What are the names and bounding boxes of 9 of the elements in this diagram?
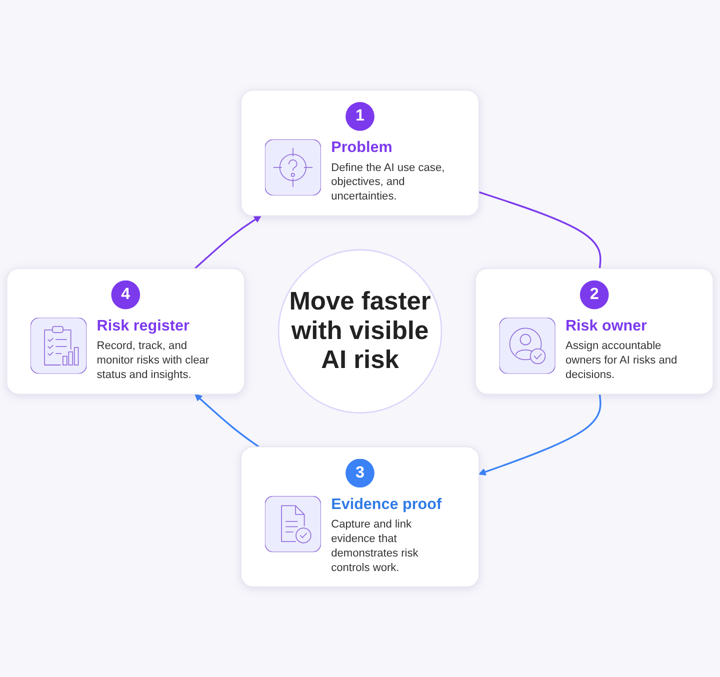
node-box: 4 Risk register Record, track, and monitor risks with clear status and insights. xyxy=(6,268,245,395)
arrow xyxy=(478,394,602,476)
node-box: 2 Risk owner Assign accountable owners for AI risks and decisions. xyxy=(475,268,714,395)
node-box: 3 Evidence proof Capture and link evidence that demonstrates risk controls work. xyxy=(240,446,480,588)
arrow xyxy=(194,216,262,270)
arrow xyxy=(194,394,260,448)
connector xyxy=(478,191,602,269)
node-circle: Move faster with visible AI risk xyxy=(278,249,442,414)
node-box: 1 Problem Define the AI use case, objectives, and uncertainties. xyxy=(240,90,480,216)
